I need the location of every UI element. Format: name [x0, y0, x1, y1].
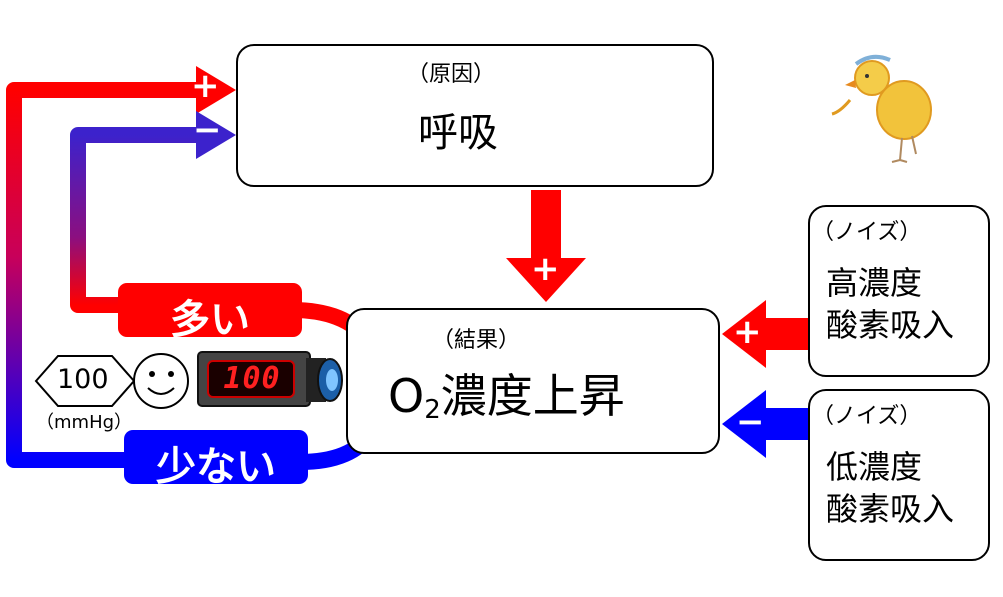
- effect-note: （結果）: [432, 328, 521, 353]
- noise-high-line1: 高濃度: [826, 264, 923, 302]
- plus-sign-noise-high: +: [733, 312, 762, 352]
- outer-loop-arrowhead: [196, 66, 236, 114]
- minus-sign-inner-loop: −: [193, 110, 222, 150]
- noise-high-arrow-shaft: [760, 318, 808, 350]
- cause-effect-arrow-shaft: [531, 190, 561, 262]
- pressure-unit: （mmHg）: [36, 412, 133, 433]
- effect-title-subscript: 2: [424, 395, 441, 425]
- noise-low-arrow-shaft: [760, 408, 808, 440]
- effect-box: [346, 308, 720, 454]
- minus-sign-noise-low: −: [736, 402, 765, 442]
- monitor-device-icon: [197, 351, 343, 407]
- inner-loop-arrowhead: [196, 111, 236, 159]
- noise-low-note: （ノイズ）: [812, 404, 922, 429]
- plus-sign-cause-arrow: +: [531, 249, 560, 289]
- effect-title: O2濃度上昇: [388, 360, 625, 426]
- monitor-readout: 100: [223, 361, 281, 396]
- noise-high-arrowhead: [722, 300, 766, 368]
- cause-box: [236, 44, 714, 187]
- chick-illustration-icon: [831, 54, 932, 163]
- pressure-value: 100: [57, 364, 109, 395]
- smiley-icon: [133, 353, 189, 409]
- effect-title-prefix: O: [388, 369, 425, 423]
- cause-effect-arrowhead: [506, 258, 586, 302]
- noise-low-arrowhead: [722, 390, 766, 458]
- noise-high-note: （ノイズ）: [812, 220, 922, 245]
- noise-high-box: [808, 205, 990, 377]
- cause-note: （原因）: [407, 62, 496, 87]
- cause-title: 呼吸: [418, 110, 498, 156]
- noise-low-box: [808, 389, 990, 561]
- noise-low-line2: 酸素吸入: [826, 490, 955, 528]
- feedback-loop-inner: [70, 127, 210, 313]
- noise-high-line2: 酸素吸入: [826, 306, 955, 344]
- many-label-bg: [118, 283, 302, 337]
- noise-low-line1: 低濃度: [826, 448, 923, 486]
- many-label: 多い: [170, 297, 250, 343]
- plus-sign-outer-loop: +: [191, 66, 220, 106]
- few-label: 少ない: [156, 444, 276, 490]
- few-label-bg: [124, 430, 308, 484]
- feedback-loop-outer: [6, 82, 210, 468]
- effect-title-rest: 濃度上昇: [440, 369, 625, 423]
